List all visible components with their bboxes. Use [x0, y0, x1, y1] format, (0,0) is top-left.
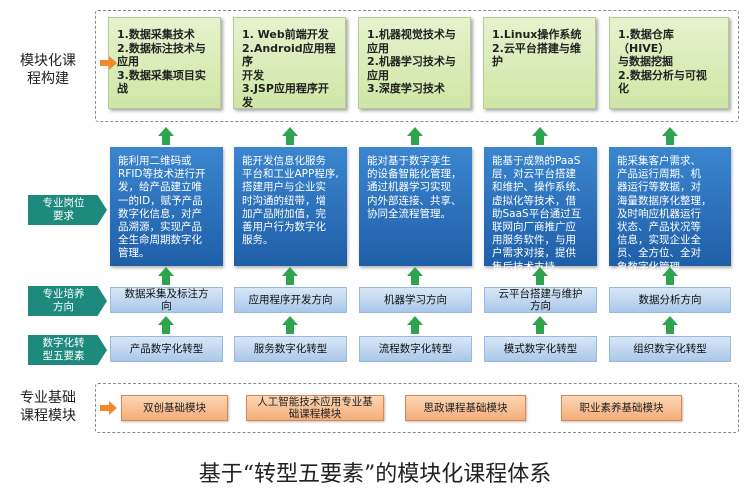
up-arrow-icon: [662, 316, 678, 334]
requirement-box-1: 能利用二维码或 RFID等技术进行开 发，给产品建立唯 一的ID，赋予产品 数字…: [110, 147, 223, 266]
direction-box-3: 机器学习方向: [359, 287, 472, 313]
modular-courses-container: [95, 10, 739, 122]
foundation-box-1: 双创基础模块: [121, 395, 228, 421]
element-box-4: 模式数字化转型: [484, 336, 597, 362]
element-box-3: 流程数字化转型: [359, 336, 472, 362]
top-module-2: 1. Web前端开发 2.Android应用程序 开发 3.JSP应用程序开发: [233, 17, 346, 109]
up-arrow-icon: [407, 267, 423, 285]
requirement-box-4: 能基于成熟的PaaS 层，对云平台搭建 和维护、操作系统、 虚拟化等技术，借 助…: [484, 147, 597, 273]
foundation-box-4: 职业素养基础模块: [561, 395, 682, 421]
top-module-3: 1.机器视觉技术与 应用 2.机器学习技术与 应用 3.深度学习技术: [358, 17, 471, 109]
element-box-1: 产品数字化转型: [110, 336, 223, 362]
direction-box-5: 数据分析方向: [609, 287, 731, 313]
element-box-5: 组织数字化转型: [609, 336, 731, 362]
requirement-box-3: 能对基于数字孪生 的设备智能化管理， 通过机器学习实现 内外部连接、共享、 协同…: [359, 147, 472, 266]
foundation-box-3: 思政课程基础模块: [405, 395, 526, 421]
direction-box-4: 云平台搭建与维护 方向: [484, 287, 597, 313]
up-arrow-icon: [532, 127, 548, 145]
element-box-2: 服务数字化转型: [234, 336, 347, 362]
foundation-box-2: 人工智能技术应用专业基 础课程模块: [246, 395, 384, 421]
foundation-container: [95, 383, 739, 433]
top-module-2-text: 1. Web前端开发 2.Android应用程序 开发 3.JSP应用程序开发: [242, 28, 336, 109]
top-module-4: 1.Linux操作系统 2.云平台搭建与维 护: [483, 17, 596, 109]
requirement-box-5: 能采集客户需求、 产品运行周期、机 器运行等数据，对 海量数据序化整理， 及时响…: [609, 147, 731, 273]
top-module-4-text: 1.Linux操作系统 2.云平台搭建与维 护: [492, 28, 582, 68]
top-module-5-text: 1.数据仓库（HIVE） 与数据挖掘 2.数据分析与可视 化: [618, 28, 707, 95]
label-training-direction: 专业培养 方向: [28, 286, 107, 316]
up-arrow-icon: [407, 316, 423, 334]
label-five-elements: 数字化转 型五要素: [28, 335, 107, 365]
label-post-requirements: 专业岗位 要求: [28, 195, 107, 225]
up-arrow-icon: [407, 127, 423, 145]
up-arrow-icon: [282, 127, 298, 145]
label-foundation-modules: 专业基础 课程模块: [20, 390, 76, 424]
direction-box-1: 数据采集及标注方 向: [110, 287, 223, 313]
direction-box-2: 应用程序开发方向: [234, 287, 347, 313]
up-arrow-icon: [532, 316, 548, 334]
diagram-caption: 基于“转型五要素”的模块化课程体系: [198, 462, 552, 487]
requirement-box-2: 能开发信息化服务 平台和工业APP程序, 搭建用户与企业实 时沟通的纽带，增 加…: [234, 147, 347, 266]
top-module-5: 1.数据仓库（HIVE） 与数据挖掘 2.数据分析与可视 化: [609, 17, 729, 109]
top-module-1: 1.数据采集技术 2.数据标注技术与 应用 3.数据采集项目实 战: [108, 17, 221, 109]
top-module-1-text: 1.数据采集技术 2.数据标注技术与 应用 3.数据采集项目实 战: [117, 28, 206, 95]
up-arrow-icon: [282, 316, 298, 334]
up-arrow-icon: [158, 316, 174, 334]
up-arrow-icon: [282, 267, 298, 285]
label-modular-construction: 模块化课 程构建: [20, 53, 76, 87]
up-arrow-icon: [662, 127, 678, 145]
up-arrow-icon: [158, 127, 174, 145]
up-arrow-icon: [158, 267, 174, 285]
top-module-3-text: 1.机器视觉技术与 应用 2.机器学习技术与 应用 3.深度学习技术: [367, 28, 456, 95]
